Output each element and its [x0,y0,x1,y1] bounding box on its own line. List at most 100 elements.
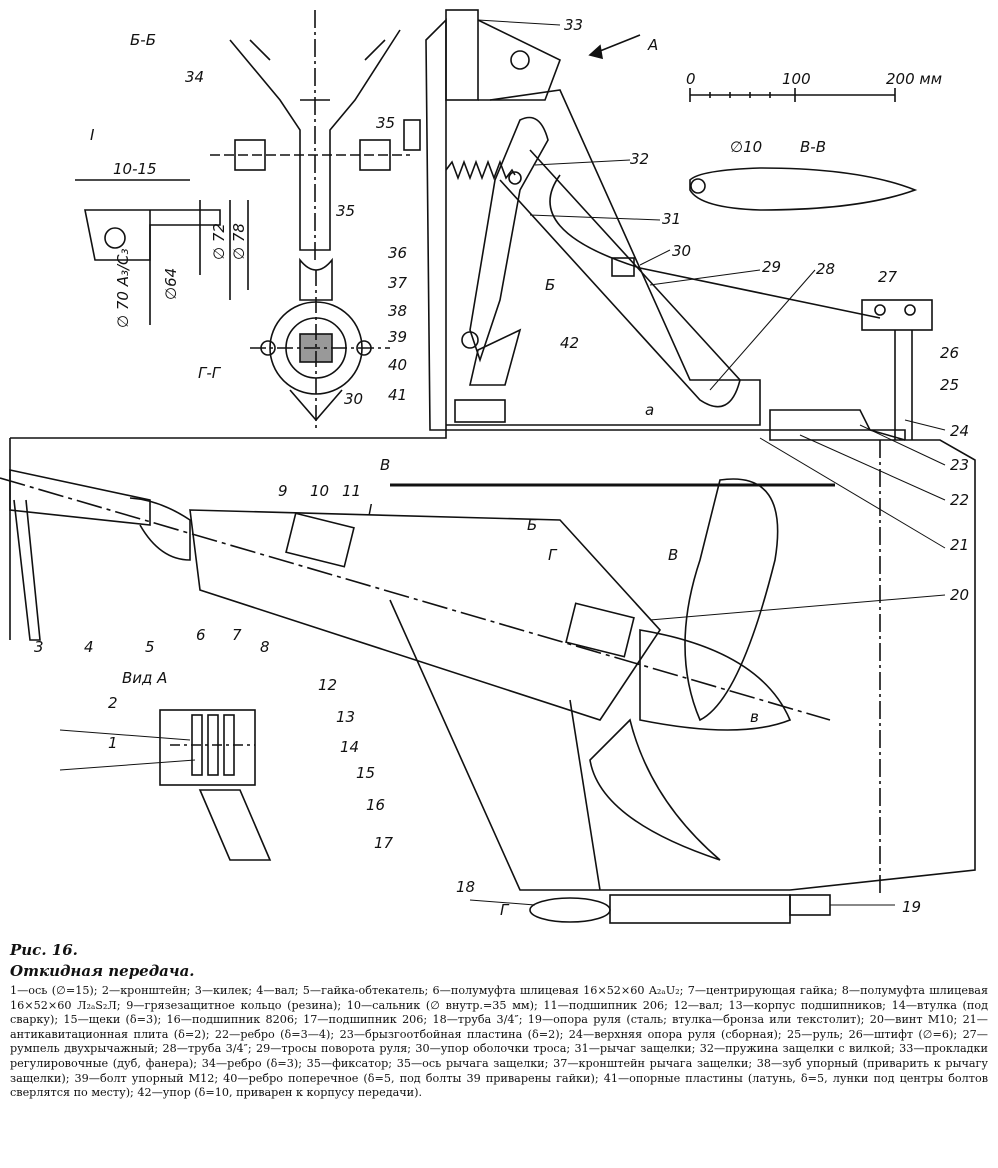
view-a-title: Вид А [122,669,167,687]
callout-15: 15 [356,764,375,782]
callout-16: 16 [366,796,385,814]
callout-1: 1 [108,734,118,752]
fork-32 [508,171,522,185]
callout-23: 23 [950,456,969,474]
dim-64: ∅64 [162,268,180,300]
callout-3: 3 [34,638,44,656]
callout-30: 30 [672,242,691,260]
cut-v-label-right: В [668,546,678,564]
spring-32 [445,159,516,181]
callout-17: 17 [374,834,394,852]
callout-2: 2 [108,694,118,712]
callout-11: 11 [342,482,361,500]
callout-35: 35 [376,114,395,132]
callout-34: 34 [185,68,204,86]
callout-40: 40 [388,356,407,374]
callout-29: 29 [762,258,781,276]
figure-caption: Рис. 16. Откидная передача. 1—ось (∅=15)… [10,940,988,1101]
cut-v-label-left: В [380,456,390,474]
scale-tick-100: 100 [782,70,811,88]
scale-tick-200: 200 мм [886,70,942,88]
callout-28: 28 [816,260,835,278]
technical-drawing: Б-Б I Г-Г В-В Вид А A Б Б В В Г Г I a в … [0,9,976,924]
callout-10: 10 [310,482,329,500]
keel-plate [13,499,41,641]
shim-33 [445,9,479,101]
transom-board [425,18,447,431]
tiller-27 [861,299,933,331]
callout-31: 31 [662,210,681,228]
propeller-blade-low [589,718,721,861]
callout-4: 4 [84,638,94,656]
callout-39: 39 [388,328,407,346]
dim-70: ∅ 70 A₃/C₃ [114,248,132,328]
detail-I-title: I [90,126,95,144]
callout-41: 41 [388,386,407,404]
stop-42 [468,328,522,386]
bracket-upper [477,19,562,101]
cable-30 [549,174,881,319]
callout-9: 9 [278,482,288,500]
arrow-a-label: A [647,36,658,54]
view-a-bracket-plate [159,709,256,786]
propeller-hub [639,629,792,731]
casing-upper [446,89,761,426]
bolt-block-39 [454,399,506,423]
callout-32: 32 [630,150,649,168]
callout-42: 42 [560,334,579,352]
figure-legend: 1—ось (∅=15); 2—кронштейн; 3—килек; 4—ва… [10,984,988,1100]
callout-7: 7 [232,626,242,644]
section-vv-foil [689,167,918,211]
callout-37: 37 [388,274,408,292]
seal-10 [285,512,355,568]
shaft-axis [0,477,831,721]
view-a-keel [198,789,272,861]
dim-78: ∅ 78 [230,223,248,260]
figure-number: Рис. 16. [10,941,78,959]
callout-38: 38 [388,302,407,320]
pivot-upper [510,50,530,70]
dim-phi10: ∅10 [730,138,762,156]
callout-36: 36 [388,244,407,262]
callout-18: 18 [456,878,475,896]
callout-25: 25 [940,376,959,394]
callout-14: 14 [340,738,359,756]
cut-g-label-low: Г [500,901,510,919]
fairing-nut-5 [129,497,191,561]
cut-b-label-top: Б [545,276,555,294]
skeg-fin [569,699,601,891]
prop-mark: в [750,708,759,726]
callout-12: 12 [318,676,337,694]
tube-28 [499,149,741,408]
section-bb-title: Б-Б [130,31,156,49]
cut-b-label-low: Б [527,516,537,534]
figure-title: Откидная передача. [10,962,195,980]
cable-stop-30 [611,257,635,277]
detail-I-ref: I [368,501,373,519]
callout-24: 24 [950,422,969,440]
dim-35: 35 [336,202,355,220]
dim-10-15: 10-15 [113,160,157,178]
hull-outline [10,429,976,891]
cut-g-label-top: Г [548,546,558,564]
tube-18 [529,897,611,923]
callout-19: 19 [902,898,921,916]
callout-5: 5 [145,638,155,656]
section-bb-bolt-left [234,139,266,171]
callout-8: 8 [260,638,270,656]
callout-20: 20 [950,586,969,604]
dim-72: ∅ 72 [210,223,228,260]
section-vv-title: В-В [800,138,826,156]
callout-21: 21 [950,536,969,554]
callout-22: 22 [950,491,969,509]
bearing-16 [565,602,635,658]
callout-27: 27 [878,268,898,286]
latch-35 [403,119,421,151]
callout-6: 6 [196,626,206,644]
rudder-foot-19 [609,894,791,924]
bearing-housing-13 [189,509,662,721]
section-gg-title: Г-Г [198,364,222,382]
pivot-36 [461,331,479,349]
hull-mark: a [645,401,654,419]
propeller-blade [684,478,779,722]
